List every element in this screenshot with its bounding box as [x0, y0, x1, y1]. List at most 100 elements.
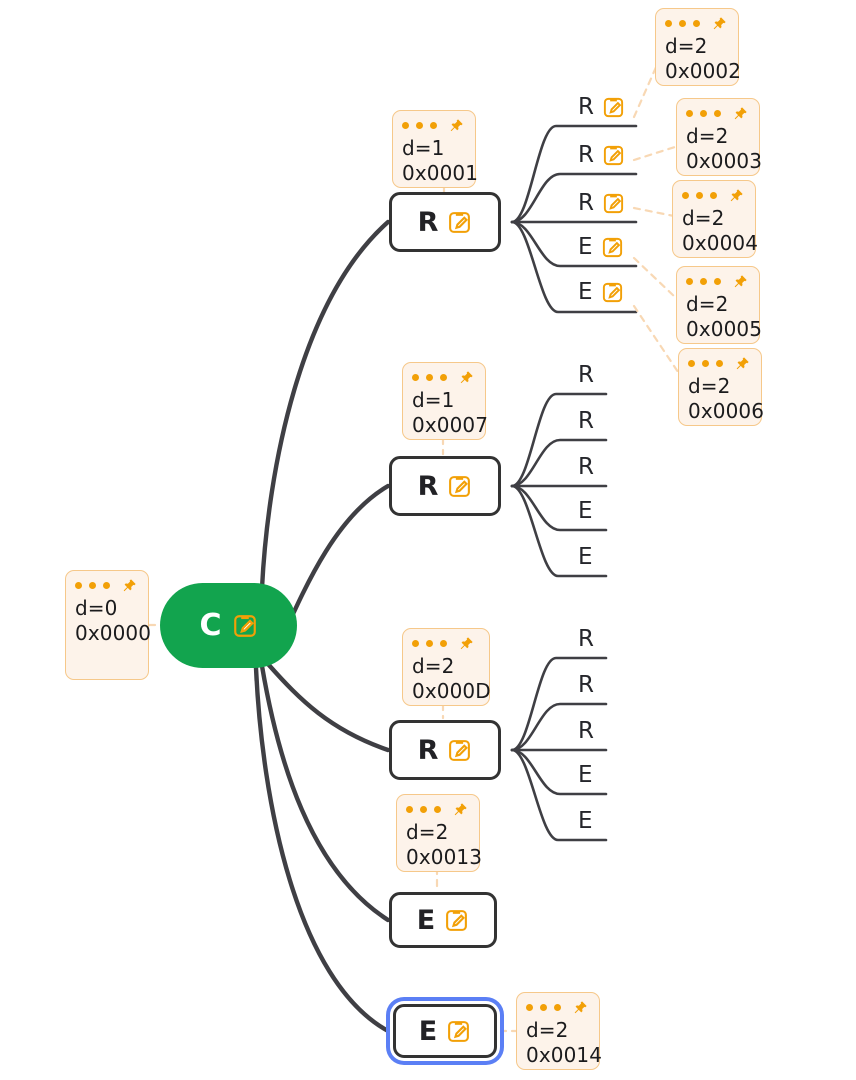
pin-icon[interactable]: [733, 106, 748, 121]
leaf-b3-1[interactable]: R: [578, 628, 594, 651]
note-edit-icon[interactable]: [447, 474, 472, 499]
pin-icon[interactable]: [735, 356, 750, 371]
leaf-b1-2[interactable]: R: [578, 144, 625, 167]
dot-icon: [420, 805, 427, 813]
card-depth: d=1: [412, 388, 455, 412]
info-card-branch-1[interactable]: d=1 0x0001: [392, 110, 478, 188]
note-edit-icon[interactable]: [447, 210, 472, 235]
info-card-branch-2[interactable]: d=1 0x0007: [402, 362, 489, 440]
info-card-b1-leaf-5[interactable]: d=2 0x0006: [678, 348, 764, 426]
dot-icon: [540, 1003, 547, 1011]
card-address: 0x0004: [682, 231, 759, 255]
root-node[interactable]: C: [160, 583, 297, 668]
dot-icon: [716, 359, 723, 367]
branch-node-5[interactable]: E: [393, 1004, 497, 1058]
card-address: 0x0003: [686, 149, 763, 173]
leader-b1-l5-card: [632, 304, 680, 374]
pin-icon[interactable]: [122, 578, 137, 593]
note-edit-icon[interactable]: [602, 96, 625, 119]
leader-b1-l4-card: [632, 256, 678, 300]
branch-node-3-label: R: [417, 734, 439, 766]
leaf-label: E: [578, 279, 593, 305]
edge-root-branch-3: [265, 661, 391, 753]
note-edit-icon[interactable]: [446, 1019, 471, 1044]
leaf-b3-4[interactable]: E: [578, 764, 593, 787]
branch-node-4-label: E: [416, 904, 436, 936]
leaf-b3-5[interactable]: E: [578, 810, 593, 833]
note-edit-icon[interactable]: [444, 908, 469, 933]
info-card-b1-leaf-2[interactable]: d=2 0x0003: [676, 98, 763, 176]
pin-icon[interactable]: [453, 802, 468, 817]
info-card-b1-leaf-4[interactable]: d=2 0x0005: [676, 266, 762, 344]
leaf-b2-3[interactable]: R: [578, 456, 594, 479]
dot-icon: [686, 109, 693, 117]
branch-node-1[interactable]: R: [389, 192, 501, 252]
card-header: [686, 106, 750, 120]
card-depth: d=2: [682, 206, 725, 230]
dot-icon: [710, 191, 717, 199]
card-depth: d=2: [686, 124, 729, 148]
leaf-b1-3[interactable]: R: [578, 192, 625, 215]
info-card-branch-5[interactable]: d=2 0x0014: [516, 992, 603, 1070]
card-address: 0x0007: [412, 413, 489, 437]
card-address: 0x0013: [406, 845, 483, 869]
card-depth: d=2: [412, 654, 455, 678]
card-depth: d=2: [526, 1018, 569, 1042]
info-card-root[interactable]: d=0 0x0000: [65, 570, 151, 680]
info-card-branch-4[interactable]: d=2 0x0013: [396, 794, 483, 872]
leaf-b1-5[interactable]: E: [578, 281, 624, 304]
dot-icon: [686, 277, 693, 285]
leaf-label: E: [578, 498, 593, 524]
branch-node-2-label: R: [417, 470, 439, 502]
pin-icon[interactable]: [449, 118, 464, 133]
branch-node-1-label: R: [417, 206, 439, 238]
info-card-branch-3[interactable]: d=2 0x000D: [402, 628, 491, 706]
pin-icon[interactable]: [459, 370, 474, 385]
leader-b1-l3-card: [632, 206, 676, 218]
card-header: [682, 188, 746, 202]
pin-icon[interactable]: [459, 636, 474, 651]
dot-icon: [714, 109, 721, 117]
leaf-b1-4[interactable]: E: [578, 236, 624, 259]
leaf-label: R: [578, 142, 594, 168]
note-edit-icon[interactable]: [447, 738, 472, 763]
dot-icon: [554, 1003, 561, 1011]
dot-icon: [402, 121, 409, 129]
leaf-label: R: [578, 408, 594, 434]
note-edit-icon[interactable]: [602, 192, 625, 215]
leaf-b3-2[interactable]: R: [578, 674, 594, 697]
leaf-label: R: [578, 672, 594, 698]
dot-icon: [696, 191, 703, 199]
note-edit-icon[interactable]: [602, 144, 625, 167]
note-edit-icon[interactable]: [601, 281, 624, 304]
card-address: 0x0014: [526, 1043, 603, 1067]
pin-icon[interactable]: [573, 1000, 588, 1015]
leaf-b2-5[interactable]: E: [578, 546, 593, 569]
pin-icon[interactable]: [729, 188, 744, 203]
card-header: [75, 578, 139, 592]
info-card-b1-leaf-1[interactable]: d=2 0x0002: [655, 8, 742, 86]
leaf-label: E: [578, 808, 593, 834]
branch-node-4[interactable]: E: [389, 892, 497, 948]
note-edit-icon[interactable]: [601, 236, 624, 259]
dot-icon: [406, 805, 413, 813]
dot-icon: [434, 805, 441, 813]
dot-icon: [700, 277, 707, 285]
branch-node-2[interactable]: R: [389, 456, 501, 516]
card-address: 0x0002: [665, 59, 742, 83]
note-edit-icon[interactable]: [232, 613, 258, 639]
card-header: [526, 1000, 590, 1014]
info-card-b1-leaf-3[interactable]: d=2 0x0004: [672, 180, 759, 258]
dot-icon: [89, 581, 96, 589]
leaf-b3-3[interactable]: R: [578, 720, 594, 743]
branch-node-3[interactable]: R: [389, 720, 501, 780]
leaf-b2-4[interactable]: E: [578, 500, 593, 523]
leaf-b2-2[interactable]: R: [578, 410, 594, 433]
dot-icon: [702, 359, 709, 367]
leaf-label: R: [578, 454, 594, 480]
leaf-b2-1[interactable]: R: [578, 364, 594, 387]
pin-icon[interactable]: [712, 16, 727, 31]
leaf-b1-1[interactable]: R: [578, 96, 625, 119]
pin-icon[interactable]: [733, 274, 748, 289]
